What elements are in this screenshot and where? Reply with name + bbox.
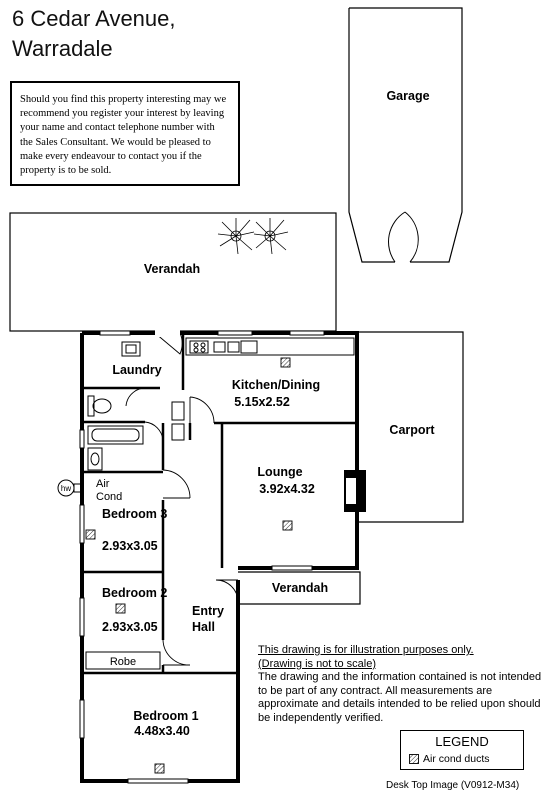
- legend: LEGEND Air cond ducts: [400, 730, 524, 770]
- disclaimer: This drawing is for illustration purpose…: [258, 644, 543, 725]
- legend-title: LEGEND: [435, 734, 489, 749]
- kitchen-label: Kitchen/Dining: [232, 378, 320, 392]
- carport: Carport: [357, 331, 464, 523]
- bath-icon: [87, 425, 144, 445]
- disclaimer-body: The drawing and the information containe…: [258, 671, 542, 724]
- laundry-label: Laundry: [112, 363, 161, 377]
- aircond-label-line2: Cond: [96, 491, 122, 503]
- garage: Garage: [348, 7, 463, 263]
- entry-hall-label-line2: Hall: [192, 620, 215, 634]
- robe-label: Robe: [110, 656, 136, 668]
- aircond-label-line1: Air: [96, 478, 110, 490]
- windows: [79, 330, 325, 784]
- bedroom1-dimensions: 4.48x3.40: [134, 724, 190, 738]
- lounge-dimensions: 3.92x4.32: [259, 482, 315, 496]
- toilet-icon: [87, 395, 112, 417]
- kitchen-bench: [185, 337, 355, 356]
- disclaimer-line2: (Drawing is not to scale): [258, 657, 376, 670]
- bedroom3-dimensions: 2.93x3.05: [102, 539, 158, 553]
- disclaimer-line1: This drawing is for illustration purpose…: [258, 644, 474, 656]
- fireplace-icon: [344, 470, 366, 512]
- door-swings: [125, 332, 239, 666]
- verandah-top-label: Verandah: [144, 262, 200, 276]
- air-cond-duct-icon: [409, 754, 419, 764]
- verandah-lower: Verandah: [238, 571, 361, 605]
- garage-label: Garage: [386, 89, 429, 103]
- bedroom3-label: Bedroom 3: [102, 507, 167, 521]
- legend-item: Air cond ducts: [409, 753, 490, 765]
- kitchen-dimensions: 5.15x2.52: [234, 395, 290, 409]
- bedroom2-dimensions: 2.93x3.05: [102, 620, 158, 634]
- address-suburb: Warradale: [12, 36, 113, 61]
- legend-item-label: Air cond ducts: [423, 753, 490, 765]
- footer-reference: Desk Top Image (V0912-M34): [386, 780, 520, 791]
- entry-hall-label-line1: Entry: [192, 604, 224, 618]
- interior-walls: [82, 333, 357, 675]
- bedroom1-label: Bedroom 1: [133, 709, 198, 723]
- address-street: 6 Cedar Avenue,: [12, 6, 176, 31]
- air-cond-duct-icons: [85, 357, 293, 774]
- bedroom2-label: Bedroom 2: [102, 586, 167, 600]
- verandah-top: Verandah: [9, 212, 337, 332]
- lounge-label: Lounge: [257, 465, 302, 479]
- property-address: 6 Cedar Avenue, Warradale: [12, 4, 176, 64]
- plant-icon: [217, 218, 289, 255]
- hot-water-unit: hw: [57, 479, 83, 497]
- robe: Robe: [85, 651, 161, 670]
- vanity-icon: [87, 447, 103, 471]
- verandah-lower-label: Verandah: [272, 581, 328, 595]
- laundry-tub-icon: [121, 341, 141, 357]
- notice-box: Should you find this property interestin…: [10, 81, 240, 186]
- hw-label: hw: [61, 484, 71, 493]
- shower-icon: [171, 401, 185, 441]
- carport-label: Carport: [389, 423, 435, 437]
- wall-openings: [155, 330, 180, 337]
